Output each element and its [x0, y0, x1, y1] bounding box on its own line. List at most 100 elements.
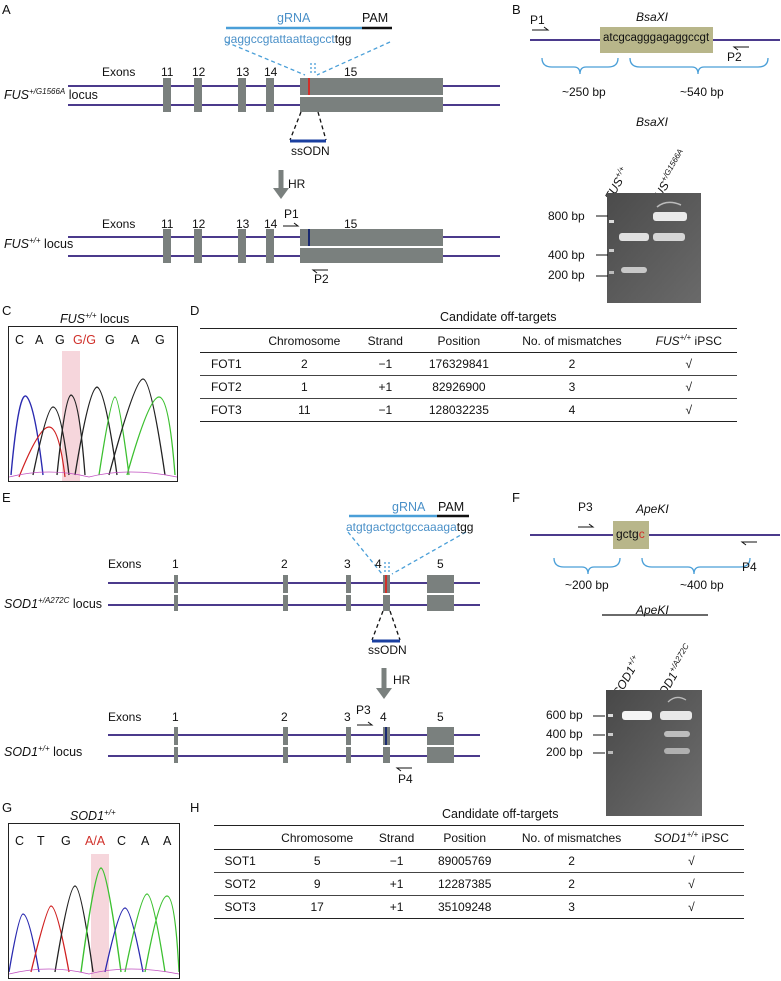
fus-assay-right-size: ~540 bp [680, 85, 724, 99]
sod1-wt-locus-label: SOD1+/+ locus [4, 744, 83, 760]
table-row: FOT2 1 +1 82926900 3 √ [200, 375, 737, 399]
sod1-apeki-site-scheme [530, 521, 780, 616]
sod1-offtarget-caption: Candidate off-targets [442, 807, 559, 821]
fus-base-4-heterozygous: G/G [73, 333, 96, 347]
table-cell: √ [640, 352, 737, 376]
fus-exon-13-b: 13 [236, 217, 250, 231]
fus-base-3: G [55, 333, 65, 347]
fus-ssodn-label: ssODN [291, 144, 330, 158]
fus-offtarget-table: Chromosome Strand Position No. of mismat… [200, 328, 737, 422]
fus-col-mismatches: No. of mismatches [503, 328, 641, 353]
fus-primer-p2: P2 [314, 272, 329, 286]
table-cell: 2 [252, 352, 357, 376]
table-cell: 2 [504, 872, 639, 896]
sod1-col-strand: Strand [367, 825, 426, 850]
sod1-offtarget-table: Chromosome Strand Position No. of mismat… [214, 825, 744, 919]
panel-label-e: E [2, 490, 11, 505]
table-cell: 89005769 [425, 849, 505, 873]
sod1-chromatogram-title: SOD1+/+ [70, 808, 116, 824]
fus-assay-enzyme-label: BsaXI [636, 10, 669, 24]
fus-base-5: G [105, 333, 115, 347]
sod1-pam-label: PAM [438, 500, 465, 514]
fus-ladder-ticks [596, 215, 608, 277]
table-cell: 4 [503, 398, 641, 422]
table-cell: 17 [266, 895, 368, 919]
fus-col-chromosome: Chromosome [252, 328, 357, 353]
fus-col-position: Position [414, 328, 504, 353]
sod1-exons-label: Exons [108, 557, 142, 571]
fus-assay-primer-p2: P2 [727, 50, 742, 64]
sod1-gel-image [606, 690, 702, 816]
sod1-exons-label-2: Exons [108, 710, 142, 724]
sod1-hr-label: HR [393, 673, 411, 687]
fus-gel-enzyme-label: BsaXI [636, 115, 669, 129]
fus-pam-label: PAM [362, 11, 389, 25]
fus-exon-12: 12 [192, 65, 206, 79]
fus-ladder-400: 400 bp [548, 248, 585, 262]
sod1-exon-5-b: 5 [437, 710, 444, 724]
fus-exon-15-b: 15 [344, 217, 358, 231]
fus-col-ipsc: FUS+/+ iPSC [640, 328, 737, 353]
fus-wt-locus-label: FUS+/+ locus [4, 236, 74, 252]
fus-assay-left-size: ~250 bp [562, 85, 606, 99]
sod1-exon-2: 2 [281, 557, 288, 571]
sod1-exon-3: 3 [344, 557, 351, 571]
sod1-exon-5: 5 [437, 557, 444, 571]
fus-base-1: C [15, 333, 25, 347]
fus-base-6: A [131, 333, 140, 347]
sod1-col-id [214, 825, 267, 850]
fus-primer-p1: P1 [284, 207, 299, 221]
fus-offtarget-caption: Candidate off-targets [440, 310, 557, 324]
table-cell: 3 [503, 375, 641, 399]
fus-exon-14: 14 [264, 65, 278, 79]
table-cell: SOT1 [214, 849, 267, 873]
sod1-exon-2-b: 2 [281, 710, 288, 724]
panel-label-h: H [190, 800, 200, 815]
table-cell: 1 [252, 375, 357, 399]
fus-hr-label: HR [288, 177, 306, 191]
sod1-primer-p3: P3 [356, 703, 371, 717]
table-cell: FOT3 [200, 398, 253, 422]
sod1-ladder-200: 200 bp [546, 745, 583, 759]
table-cell: SOT3 [214, 895, 267, 919]
fus-col-strand: Strand [356, 328, 415, 353]
fus-targeting-scheme [68, 26, 500, 274]
sod1-base-1: C [15, 834, 25, 848]
sod1-primer-p4: P4 [398, 772, 413, 786]
sod1-base-2: T [37, 834, 45, 848]
panel-label-a: A [2, 2, 11, 17]
fus-chromatogram-traces [9, 351, 177, 481]
table-cell: 35109248 [425, 895, 505, 919]
fus-exon-15: 15 [344, 65, 358, 79]
panel-label-f: F [512, 490, 520, 505]
table-row: SOT3 17 +1 35109248 3 √ [214, 895, 744, 919]
sod1-chromatogram: C T G A/A C A A [8, 823, 180, 979]
fus-mutant-locus-label: FUS+/G1566A locus [4, 87, 98, 103]
sod1-ssodn-label: ssODN [368, 643, 407, 657]
table-cell: √ [640, 398, 737, 422]
sod1-gel-enzyme-label: ApeKI [636, 603, 669, 617]
table-cell: 2 [504, 849, 639, 873]
fus-exon-11-b: 11 [161, 217, 174, 231]
fus-exons-label-2: Exons [102, 217, 136, 231]
sod1-col-ipsc: SOD1+/+ iPSC [638, 825, 744, 850]
table-cell: −1 [356, 352, 415, 376]
fus-bsaxi-site-scheme [530, 26, 780, 75]
table-cell: 12287385 [425, 872, 505, 896]
fus-grna-sequence: gaggccgtattaattagccttgg [224, 32, 352, 46]
fus-base-2: A [35, 333, 44, 347]
sod1-grna-label: gRNA [392, 500, 426, 514]
sod1-assay-primer-p4: P4 [742, 560, 757, 574]
fus-exon-11: 11 [161, 65, 174, 79]
table-row: SOT1 5 −1 89005769 2 √ [214, 849, 744, 873]
fus-ladder-800: 800 bp [548, 209, 585, 223]
table-cell: −1 [356, 398, 415, 422]
sod1-exon-4-b: 4 [380, 710, 387, 724]
sod1-base-5: C [117, 834, 127, 848]
sod1-assay-site-sequence: gctgc [616, 527, 645, 541]
table-row: FOT1 2 −1 176329841 2 √ [200, 352, 737, 376]
fus-chromatogram: C A G G/G G A G [8, 326, 178, 482]
sod1-mutant-locus-label: SOD1+/A272C locus [4, 596, 103, 612]
table-cell: 9 [266, 872, 368, 896]
fus-exons-label: Exons [102, 65, 136, 79]
